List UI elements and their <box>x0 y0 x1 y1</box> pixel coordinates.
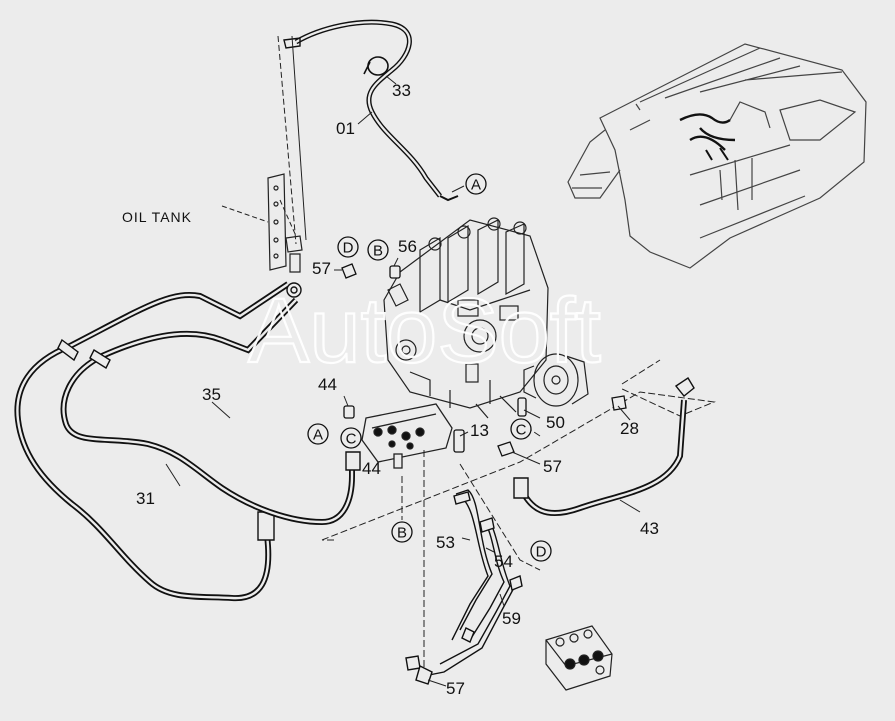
part-57-top: 57 <box>312 259 331 278</box>
hose-01-leaders <box>277 35 465 245</box>
part-33: 33 <box>392 81 411 100</box>
part-59: 59 <box>502 609 521 628</box>
svg-text:B: B <box>397 525 407 542</box>
connector-b-bottom: B <box>391 521 413 543</box>
fitting-57-top <box>341 263 357 279</box>
connector-c-left: C <box>340 427 362 449</box>
number-leaders <box>165 257 641 687</box>
connector-d-top: D <box>337 236 359 258</box>
pilot-tubes <box>405 489 523 685</box>
part-01: 01 <box>336 119 355 138</box>
svg-text:D: D <box>536 544 547 561</box>
watermark: AutoSoft <box>248 280 601 382</box>
hose-35 <box>60 297 361 526</box>
fitting-13 <box>453 429 465 453</box>
svg-text:A: A <box>471 177 481 194</box>
svg-text:B: B <box>373 243 383 260</box>
fitting-56 <box>389 265 401 279</box>
part-13: 13 <box>470 421 489 440</box>
part-57-mid: 57 <box>543 457 562 476</box>
fitting-28 <box>611 395 627 411</box>
oil-tank-label: OIL TANK <box>122 209 192 225</box>
connector-c-right: C <box>510 418 532 440</box>
part-44-bottom: 44 <box>362 459 381 478</box>
svg-text:A: A <box>313 427 323 444</box>
oil-tank-leader <box>221 199 297 237</box>
hose-43 <box>513 377 695 516</box>
part-31: 31 <box>136 489 155 508</box>
svg-text:C: C <box>516 422 527 439</box>
part-28: 28 <box>620 419 639 438</box>
fitting-44-top <box>343 405 355 419</box>
hose-01 <box>283 19 459 202</box>
hose-31 <box>14 281 290 602</box>
excavator-outline <box>567 43 867 269</box>
part-54: 54 <box>494 552 513 571</box>
part-53: 53 <box>436 533 455 552</box>
connector-b-top: B <box>367 239 389 261</box>
part-57-bottom: 57 <box>446 679 465 698</box>
fitting-57-mid <box>497 441 515 457</box>
part-44-top: 44 <box>318 375 337 394</box>
part-35: 35 <box>202 385 221 404</box>
connector-a-top: A <box>465 173 487 195</box>
svg-text:C: C <box>346 431 357 448</box>
solenoid-valve-block <box>545 625 613 691</box>
pump-unit <box>523 353 589 407</box>
part-43: 43 <box>640 519 659 538</box>
part-56: 56 <box>398 237 417 256</box>
oil-tank-fitting <box>286 282 302 298</box>
fitting-50 <box>517 397 527 417</box>
oil-tank-bracket <box>267 173 303 273</box>
connector-d-bottom: D <box>530 540 552 562</box>
connector-a-left: A <box>307 423 329 445</box>
svg-text:D: D <box>343 240 354 257</box>
control-valve-assembly <box>383 217 549 419</box>
clamp-33 <box>363 56 389 76</box>
pilot-valve-block <box>361 403 453 469</box>
part-50: 50 <box>546 413 565 432</box>
